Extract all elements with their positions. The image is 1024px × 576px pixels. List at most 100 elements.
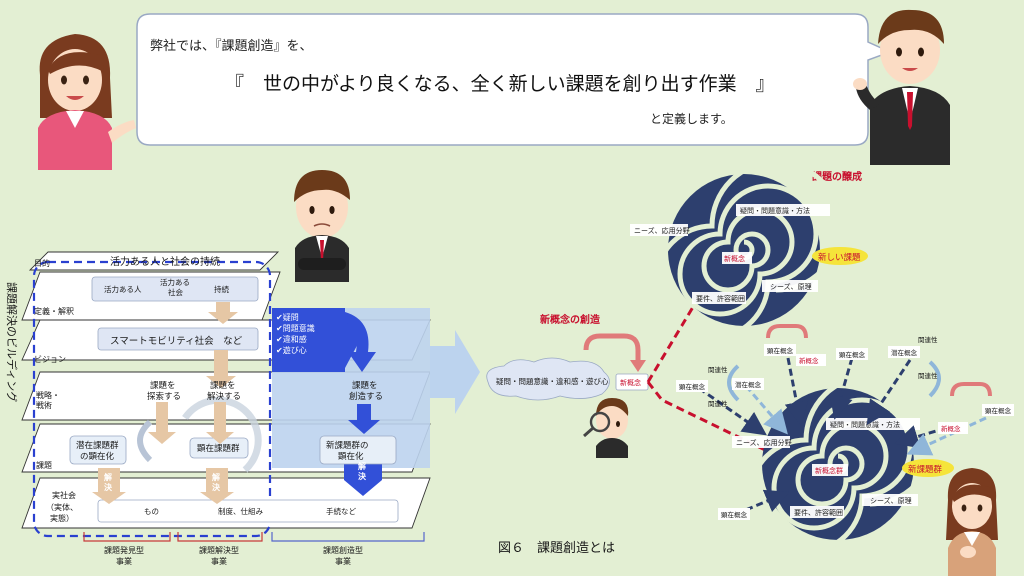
purpose-item-3: 社会	[168, 287, 183, 297]
tan-arrows	[92, 302, 238, 504]
bottom-doubt-label: 疑問・問題意識・方法	[830, 420, 900, 429]
bottom-requirements-label: 要件、許容範囲	[794, 508, 843, 517]
relevance-3: 関連性	[918, 335, 938, 344]
layer-label-purpose: 目的	[34, 258, 50, 268]
red-path-upper	[646, 256, 724, 383]
new-concept-sat-2: 新概念	[941, 424, 961, 433]
new-group-1: 新課題群の	[326, 440, 369, 451]
layer-label-definition: 定義・解釈	[34, 306, 74, 316]
latent-concept-2: 潜在概念	[735, 380, 762, 389]
man-presenter-illustration	[853, 9, 950, 165]
bottom-label-3a: 課題創造型	[323, 545, 363, 555]
purpose-item-1: 活力ある人	[104, 284, 142, 294]
cloud-text: 疑問・問題意識・違和感・遊び心	[496, 376, 609, 386]
top-spiral: 疑問・問題意識・方法 ニーズ、応用分野 シーズ、原理 要件、許容範囲 新概念 新…	[630, 159, 868, 341]
speech-banner: 弊社では、『課題創造』を、 『 世の中がより良くなる、全く新しい課題を創り出す作…	[136, 13, 892, 146]
solve-label-3b: 決	[358, 471, 367, 481]
bottom-label-1a: 課題発見型	[104, 545, 144, 555]
solve-label-2b: 決	[212, 482, 221, 492]
purpose-item-4: 持続	[214, 284, 229, 294]
layer-label-vision: ビジョン	[34, 355, 66, 364]
new-concept-sat-1: 新概念	[799, 356, 819, 365]
top-needs-label: ニーズ、応用分野	[634, 226, 690, 235]
bottom-new-concept-group-label: 新概念群	[815, 466, 843, 475]
solve-label-1a: 解	[104, 472, 112, 482]
bottom-spiral: 疑問・問題意識・方法 ニーズ、応用分野 シーズ、原理 要件、許容範囲 新概念群 …	[732, 373, 954, 555]
solve-label-1b: 決	[104, 482, 113, 492]
layer-label-society-2: （実体、	[46, 502, 78, 512]
content-strips	[69, 276, 399, 523]
layer-label-strategy-1: 戦略・	[36, 390, 60, 400]
solve-label-3a: 解	[358, 461, 366, 471]
creation-column	[272, 308, 480, 496]
purpose-item-2: 活力ある	[160, 277, 190, 287]
checklist-item-4: ✔遊び心	[276, 345, 307, 355]
thinking-man-illustration	[294, 170, 350, 282]
woman-bottom-right-illustration	[946, 468, 998, 576]
strategy-create-2: 創造する	[349, 391, 383, 402]
solve-label-2a: 解	[212, 472, 220, 482]
strategy-solve-2: 解決する	[207, 391, 241, 402]
woman-presenter-illustration	[38, 34, 136, 170]
bottom-label-2a: 課題解決型	[199, 545, 239, 555]
strategy-search-2: 探索する	[147, 391, 181, 402]
manifest-concept-3: 顕在概念	[679, 382, 706, 391]
society-item-2: 制度、仕組み	[218, 506, 263, 516]
strategy-search-1: 課題を	[150, 380, 176, 391]
checklist-item-1: ✔疑問	[276, 312, 299, 322]
magnifier-man-illustration	[583, 398, 629, 458]
manifest-concept-5: 顕在概念	[721, 510, 748, 519]
bottom-needs-label: ニーズ、応用分野	[736, 438, 792, 447]
relevance-4: 関連性	[918, 371, 938, 380]
top-requirements-label: 要件、許容範囲	[696, 294, 745, 303]
layer-labels: 目的 定義・解釈 ビジョン 戦略・ 戦術 課題 実社会 （実体、 実態）	[34, 258, 78, 523]
layer-label-society-1: 実社会	[52, 490, 76, 500]
banner-line-3: と定義します。	[650, 111, 733, 126]
relevance-1: 関連性	[708, 365, 728, 374]
top-seeds-label: シーズ、原理	[770, 282, 812, 291]
latent-group-2: の顕在化	[80, 451, 115, 462]
bottom-seeds-label: シーズ、原理	[870, 496, 912, 505]
title-jousei: 課題の醸成	[812, 170, 862, 183]
figure-caption: 図６ 課題創造とは	[498, 540, 615, 556]
society-item-3: 手続など	[326, 506, 356, 516]
checklist-item-3: ✔違和感	[276, 334, 307, 344]
vision-text: スマートモビリティ社会 など	[110, 335, 243, 347]
title-concept-creation: 新概念の創造	[540, 313, 601, 326]
bottom-label-3b: 事業	[335, 556, 351, 566]
society-item-1: もの	[144, 507, 159, 516]
manifest-concept-2: 顕在概念	[839, 350, 866, 359]
manifest-concept-1: 顕在概念	[767, 346, 794, 355]
layer-label-society-3: 実態）	[50, 513, 74, 523]
layer-label-issue: 課題	[36, 460, 52, 470]
checklist-item-2: ✔問題意識	[276, 323, 315, 333]
banner-line-1: 弊社では、『課題創造』を、	[150, 38, 313, 54]
new-group-2: 顕在化	[338, 451, 364, 462]
concept-satellites: 顕在概念 新概念 顕在概念 潜在概念 顕在概念 潜在概念 新概念 顕在概念 顕在…	[676, 324, 1014, 520]
bottom-brackets: 課題発見型 事業 課題解決型 事業 課題創造型 事業	[83, 532, 425, 566]
relevance-2: 関連性	[708, 399, 728, 408]
manifest-group: 顕在課題群	[197, 443, 240, 454]
layer-label-strategy-2: 戦術	[36, 400, 52, 410]
new-issue-label: 新しい課題	[818, 252, 861, 263]
strategy-create-1: 課題を	[352, 380, 378, 391]
new-concept-piece: 新概念	[583, 333, 649, 391]
new-issue-group-label: 新課題群	[908, 464, 943, 475]
bottom-label-1b: 事業	[116, 556, 132, 566]
latent-group-1: 潜在課題群	[76, 440, 119, 451]
layer-contents: 活力ある人と社会の持続 活力ある人 活力ある 社会 持続 スマートモビリティ社会…	[76, 255, 383, 516]
idea-cloud: 疑問・問題意識・違和感・遊び心	[486, 357, 610, 401]
purpose-title: 活力ある人と社会の持続	[110, 255, 220, 268]
manifest-concept-4: 顕在概念	[985, 406, 1012, 415]
building-vertical-title: 課題解決のビルディング	[5, 282, 19, 402]
strategy-solve-1: 課題を	[210, 380, 236, 391]
top-new-concept-label: 新概念	[724, 254, 745, 263]
latent-concept-1: 潜在概念	[891, 348, 918, 357]
top-doubt-label: 疑問・問題意識・方法	[740, 206, 810, 215]
banner-line-2: 『 世の中がより良くなる、全く新しい課題を創り出す作業 』	[225, 73, 775, 95]
dashed-frame	[32, 260, 272, 538]
bottom-label-2b: 事業	[211, 556, 227, 566]
new-concept-label: 新概念	[620, 378, 641, 387]
